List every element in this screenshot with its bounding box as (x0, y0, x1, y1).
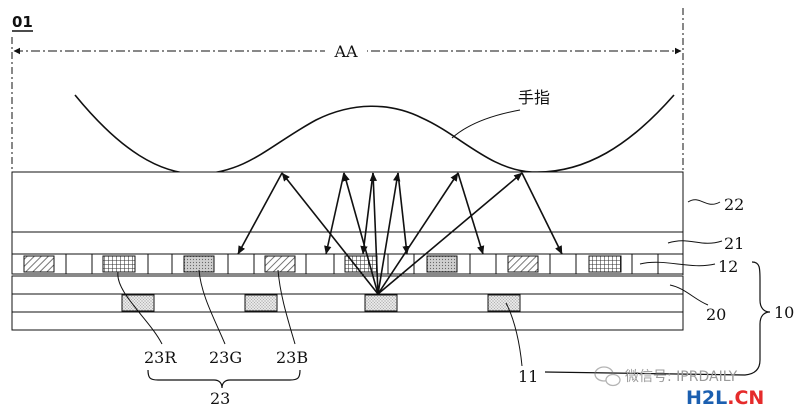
layer-21 (11, 231, 684, 255)
leader-23b (277, 269, 296, 345)
finger-label: 手指 (518, 88, 550, 107)
watermark-logo-accent: .CN (727, 387, 764, 409)
label-23r: 23R (144, 348, 177, 367)
label-23: 23 (210, 389, 230, 408)
watermark: 微信号: IPRDAILY H2L.CN (594, 366, 764, 409)
subpixel-b (23, 255, 55, 273)
label-12: 12 (718, 257, 738, 276)
subpixel-g (183, 255, 215, 273)
brace-23 (147, 369, 301, 389)
sensor (244, 294, 278, 312)
subpixel-b (264, 255, 296, 273)
light-rays (237, 172, 563, 295)
label-23g: 23G (209, 348, 242, 367)
label-10: 10 (774, 303, 794, 322)
label-20: 20 (706, 305, 726, 324)
finger-leader (451, 109, 521, 139)
sensors (121, 294, 521, 312)
layer-20-top (11, 275, 684, 295)
sensor (364, 294, 398, 312)
leader-21 (667, 240, 723, 244)
leader-22 (687, 199, 721, 205)
watermark-logo: H2L.CN (686, 387, 764, 409)
sensor (487, 294, 521, 312)
label-23b: 23B (276, 348, 308, 367)
leader-11 (505, 302, 523, 367)
label-22: 22 (724, 195, 744, 214)
leader-12 (639, 261, 716, 267)
subpixel-g (426, 255, 458, 273)
label-11: 11 (518, 367, 538, 386)
layer-22 (11, 171, 684, 233)
dimension-label: AA (333, 42, 358, 61)
finger-curve (74, 94, 675, 175)
subpixel-r (102, 255, 136, 273)
leader-20 (669, 284, 709, 306)
leader-23g (198, 269, 226, 345)
pixel-dividers (65, 254, 659, 274)
subpixel-b (507, 255, 539, 273)
watermark-text: 微信号: IPRDAILY (625, 369, 738, 385)
brace-10 (544, 261, 771, 376)
layer-20-mid (11, 293, 684, 313)
watermark-logo-main: H2L (686, 387, 727, 409)
wechat-icon (594, 366, 621, 387)
sensor (121, 294, 155, 312)
leader-23r (117, 271, 163, 345)
subpixel-r (588, 255, 622, 273)
figure-label: 01 (12, 13, 33, 31)
layer-20-bottom (11, 311, 684, 331)
label-21: 21 (724, 234, 744, 253)
